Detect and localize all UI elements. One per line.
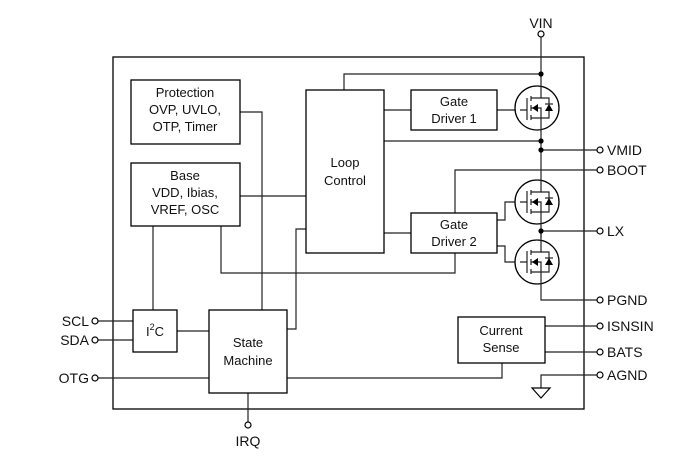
junction-vmid-feedback [538,138,544,144]
pin-lx-label: LX [607,223,625,239]
state-machine-block: State Machine [208,309,288,394]
high-side-mosfet-1-icon [514,84,560,132]
pin-lx: LX [596,223,625,239]
pin-agnd-label: AGND [607,367,647,383]
wire-gd2-ls-gate [497,245,520,263]
wires [98,37,597,422]
pin-sda: SDA [60,332,99,348]
i2c-label: I2C [146,322,164,339]
gate-driver-1-line-1: Gate [440,94,468,109]
pin-vmid: VMID [596,142,642,158]
i2c-label-sup: 2 [150,322,155,332]
protection-title: Protection [156,85,215,100]
current-sense-line-2: Sense [483,340,520,355]
wire-base-to-gd2 [220,226,456,274]
pin-otg-label: OTG [59,370,89,386]
loop-control-line-2: Control [324,173,366,188]
state-machine-line-1: State [233,335,263,350]
wire-boot [454,169,597,213]
pin-irq-label: IRQ [236,433,261,449]
wire-gd2-hs2-gate [497,201,520,221]
junctions [538,71,544,234]
pin-vin-label: VIN [529,15,552,31]
base-line-2: VDD, Ibias, [152,185,218,200]
pin-bats: BATS [596,344,643,360]
protection-block: Protection OVP, UVLO, OTP, Timer [130,79,241,145]
gate-driver-2-line-1: Gate [440,217,468,232]
wire-sm-to-loop [287,228,306,330]
pin-irq: IRQ [236,421,261,449]
i2c-label-tail: C [155,324,164,339]
junction-vin [538,71,544,77]
protection-line-3: OTP, Timer [153,119,218,134]
gate-driver-2-line-2: Driver 2 [431,234,477,249]
current-sense-line-1: Current [479,323,523,338]
pin-sda-label: SDA [60,332,89,348]
base-title: Base [170,168,200,183]
base-block: Base VDD, Ibias, VREF, OSC [130,162,241,227]
pin-agnd: AGND [596,367,647,383]
wire-pgnd [540,286,597,301]
wire-prot-to-sm [240,111,263,310]
pin-bats-label: BATS [607,344,643,360]
base-line-3: VREF, OSC [151,202,220,217]
pin-pgnd-label: PGND [607,292,647,308]
pin-isnsin-label: ISNSIN [607,318,654,334]
low-side-mosfet-icon [514,238,560,286]
pin-boot-label: BOOT [607,162,647,178]
junction-lx [538,228,544,234]
ground-icon [530,387,552,399]
junction-vmid [538,147,544,153]
pin-pgnd: PGND [596,292,647,308]
pin-otg: OTG [59,370,99,386]
gate-driver-2-block: Gate Driver 2 [410,212,498,254]
ic-boundary [112,56,585,410]
pin-boot: BOOT [596,162,647,178]
wire-agnd [540,374,597,388]
pin-scl: SCL [62,313,99,329]
high-side-mosfet-2-icon [514,178,560,226]
pin-scl-label: SCL [62,313,89,329]
pin-isnsin: ISNSIN [596,318,654,334]
loop-control-line-1: Loop [331,155,360,170]
pin-vin: VIN [529,15,553,38]
wire-cs-to-sm [287,363,503,379]
wire-loop-to-vin [343,73,541,90]
pin-vmid-label: VMID [607,142,642,158]
i2c-block: I2C [132,309,178,353]
state-machine-line-2: Machine [223,353,272,368]
gate-driver-1-block: Gate Driver 1 [410,89,498,131]
protection-line-2: OVP, UVLO, [149,102,221,117]
current-sense-block: Current Sense [457,316,546,364]
loop-control-block: Loop Control [305,89,385,254]
i2c-label-main: I [146,324,150,339]
gate-driver-1-line-2: Driver 1 [431,111,477,126]
